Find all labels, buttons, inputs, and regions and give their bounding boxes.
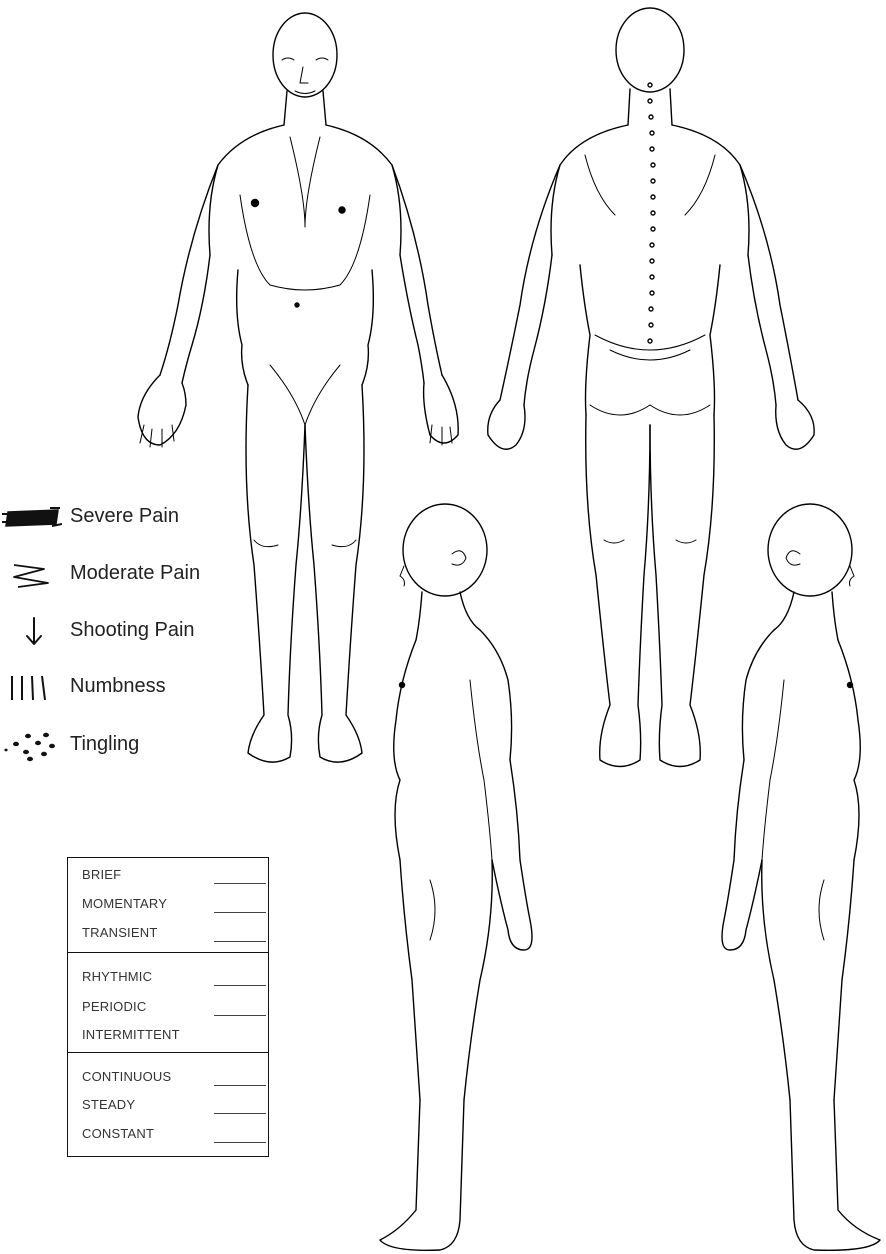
numbness-icon xyxy=(0,672,62,704)
legend-item-tingling: Tingling xyxy=(0,726,240,766)
legend-label: Moderate Pain xyxy=(70,562,200,585)
legend-item-shooting-pain: Shooting Pain xyxy=(0,612,240,652)
severe-pain-icon xyxy=(0,502,62,534)
shooting-pain-icon xyxy=(0,616,62,648)
duration-row-transient: TRANSIENT xyxy=(68,921,268,945)
duration-label: RHYTHMIC xyxy=(82,969,152,984)
legend-label: Tingling xyxy=(70,733,139,756)
duration-row-brief: BRIEF xyxy=(68,863,268,887)
legend-label: Numbness xyxy=(70,675,166,698)
legend-label: Shooting Pain xyxy=(70,619,195,642)
duration-label: MOMENTARY xyxy=(82,896,167,911)
duration-row-constant: CONSTANT xyxy=(68,1122,268,1146)
duration-answer-line[interactable] xyxy=(214,941,266,942)
duration-row-momentary: MOMENTARY xyxy=(68,892,268,916)
body-side-view-right xyxy=(700,480,886,1254)
duration-row-periodic: PERIODIC xyxy=(68,995,268,1019)
duration-label: STEADY xyxy=(82,1097,135,1112)
duration-answer-line[interactable] xyxy=(214,912,266,913)
legend-label: Severe Pain xyxy=(70,505,179,528)
legend-item-moderate-pain: Moderate Pain xyxy=(0,555,240,595)
duration-answer-line[interactable] xyxy=(214,1085,266,1086)
body-side-view-left xyxy=(360,480,540,1254)
legend-item-numbness: Numbness xyxy=(0,668,240,708)
duration-row-continuous: CONTINUOUS xyxy=(68,1065,268,1089)
duration-row-steady: STEADY xyxy=(68,1093,268,1117)
duration-label: TRANSIENT xyxy=(82,925,157,940)
duration-answer-line[interactable] xyxy=(214,1015,266,1016)
duration-label: CONSTANT xyxy=(82,1126,154,1141)
tingling-icon xyxy=(0,730,62,762)
duration-group-continuous: CONTINUOUS STEADY CONSTANT xyxy=(68,1052,268,1157)
legend-item-severe-pain: Severe Pain xyxy=(0,498,240,538)
duration-answer-line[interactable] xyxy=(214,1142,266,1143)
duration-group-brief: BRIEF MOMENTARY TRANSIENT xyxy=(68,858,268,952)
duration-answer-line[interactable] xyxy=(214,1113,266,1114)
duration-label: INTERMITTENT xyxy=(82,1027,180,1042)
duration-row-intermittent: INTERMITTENT xyxy=(68,1023,268,1047)
duration-group-rhythmic: RHYTHMIC PERIODIC INTERMITTENT xyxy=(68,952,268,1053)
moderate-pain-icon xyxy=(0,559,62,591)
duration-label: CONTINUOUS xyxy=(82,1069,171,1084)
pain-duration-box: BRIEF MOMENTARY TRANSIENT RHYTHMIC PERIO… xyxy=(67,857,269,1157)
duration-label: BRIEF xyxy=(82,867,121,882)
duration-row-rhythmic: RHYTHMIC xyxy=(68,965,268,989)
duration-answer-line[interactable] xyxy=(214,985,266,986)
duration-answer-line[interactable] xyxy=(214,883,266,884)
duration-label: PERIODIC xyxy=(82,999,146,1014)
